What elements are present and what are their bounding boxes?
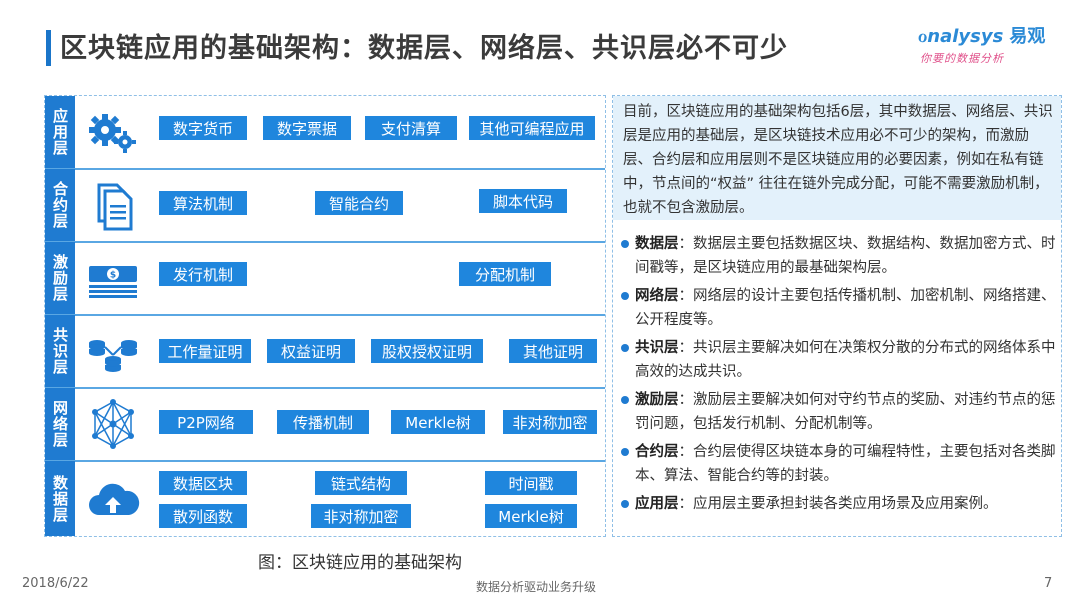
layer-network: 网络层 P2P网络 传播机制 Merkle树 非对称加密 [45,388,605,462]
layer-descriptions: 数据层：数据层主要包括数据区块、数据结构、数据加密方式、时间戳等，是区块链应用的… [621,232,1057,520]
bullet-term: 激励层 [635,392,679,408]
network-mesh-icon [85,398,141,450]
bullet-text: ：激励层主要解决如何对守约节点的奖励、对违约节点的惩罚问题，包括发行机制、分配机… [635,392,1056,432]
title-accent-bar [46,30,51,66]
logo-tagline: 你要的数据分析 [920,52,1004,65]
list-item: 激励层：激励层主要解决如何对守约节点的奖励、对违约节点的惩罚问题，包括发行机制、… [621,388,1057,436]
tag-other-proofs: 其他证明 [509,339,597,363]
list-item: 数据层：数据层主要包括数据区块、数据结构、数据加密方式、时间戳等，是区块链应用的… [621,232,1057,280]
logo-brand-cn: 易观 [1009,26,1046,47]
tag-other-programmable: 其他可编程应用 [469,116,595,140]
bullet-text: ：共识层主要解决如何在决策权分散的分布式的网络体系中高效的达成共识。 [635,340,1056,380]
coin-stacks-icon [85,325,141,377]
layer-label: 合约层 [45,169,75,241]
explanation-panel: 目前，区块链应用的基础架构包括6层，其中数据层、网络层、共识层是应用的基础层，是… [612,95,1062,537]
tag-asymmetric-encryption: 非对称加密 [503,410,597,434]
documents-icon [85,179,141,231]
bullet-text: ：应用层主要承担封装各类应用场景及应用案例。 [678,496,998,512]
layer-label: 网络层 [45,388,75,460]
tag-p2p-network: P2P网络 [159,410,253,434]
architecture-diagram: 应用层 数字货币 数字票据 支付清算 [44,95,606,537]
tag-algorithm-mechanism: 算法机制 [159,191,247,215]
list-item: 应用层：应用层主要承担封装各类应用场景及应用案例。 [621,492,1057,516]
tag-asymmetric-encryption: 非对称加密 [311,504,411,528]
bullet-text: ：数据层主要包括数据区块、数据结构、数据加密方式、时间戳等，是区块链应用的最基础… [635,236,1056,276]
logo-brand: nalysys [927,26,1004,47]
tag-propagation-mechanism: 传播机制 [277,410,369,434]
tag-delegated-proof-of-stake: 股权授权证明 [371,339,483,363]
list-item: 网络层：网络层的设计主要包括传播机制、加密机制、网络搭建、公开程度等。 [621,284,1057,332]
tag-proof-of-stake: 权益证明 [267,339,355,363]
tag-hash-function: 散列函数 [159,504,247,528]
list-item: 共识层：共识层主要解决如何在决策权分散的分布式的网络体系中高效的达成共识。 [621,336,1057,384]
tag-smart-contract: 智能合约 [315,191,403,215]
layer-contract: 合约层 算法机制 智能合约 脚本代码 [45,169,605,243]
summary-text: 目前，区块链应用的基础架构包括6层，其中数据层、网络层、共识层是应用的基础层，是… [613,96,1061,220]
svg-text:$: $ [110,271,116,281]
bullet-text: ：合约层使得区块链本身的可编程特性，主要包括对各类脚本、算法、智能合约等的封装。 [635,444,1056,484]
tag-payment-clearing: 支付清算 [365,116,457,140]
tag-merkle-tree: Merkle树 [391,410,485,434]
page-number: 7 [1044,576,1053,591]
bullet-term: 合约层 [635,444,679,460]
layer-label: 数据层 [45,461,75,536]
layer-data: 数据层 数据区块 链式结构 时间戳 散列函数 非对称加密 Merkle树 [45,461,605,536]
layer-label: 共识层 [45,315,75,387]
list-item: 合约层：合约层使得区块链本身的可编程特性，主要包括对各类脚本、算法、智能合约等的… [621,440,1057,488]
layer-incentive: 激励层 $ 发行机制 分配机制 [45,242,605,316]
bullet-term: 共识层 [635,340,679,356]
gears-icon [85,106,141,158]
tag-merkle-tree: Merkle树 [485,504,577,528]
footer-date: 2018/6/22 [22,576,89,591]
tag-distribution-mechanism: 分配机制 [459,262,551,286]
bullet-text: ：网络层的设计主要包括传播机制、加密机制、网络搭建、公开程度等。 [635,288,1056,328]
bullet-term: 数据层 [635,236,679,252]
layer-label: 应用层 [45,96,75,168]
tag-proof-of-work: 工作量证明 [159,339,251,363]
layer-label: 激励层 [45,242,75,314]
tag-chain-structure: 链式结构 [315,471,407,495]
footer-slogan: 数据分析驱动业务升级 [476,580,597,594]
bullet-term: 网络层 [635,288,679,304]
tag-timestamp: 时间戳 [485,471,577,495]
figure-caption: 图：区块链应用的基础架构 [258,553,462,573]
bullet-term: 应用层 [635,496,679,512]
cloud-upload-icon [85,475,141,527]
layer-consensus: 共识层 工作量证明 权益证明 股权授权证明 其他证明 [45,315,605,389]
tag-script-code: 脚本代码 [479,189,567,213]
layer-application: 应用层 数字货币 数字票据 支付清算 [45,96,605,170]
tag-digital-currency: 数字货币 [159,116,247,140]
page-title: 区块链应用的基础架构：数据层、网络层、共识层必不可少 [60,33,788,64]
tag-data-block: 数据区块 [159,471,247,495]
money-stack-icon: $ [85,252,141,304]
tag-digital-bill: 数字票据 [263,116,351,140]
tag-issuance-mechanism: 发行机制 [159,262,247,286]
